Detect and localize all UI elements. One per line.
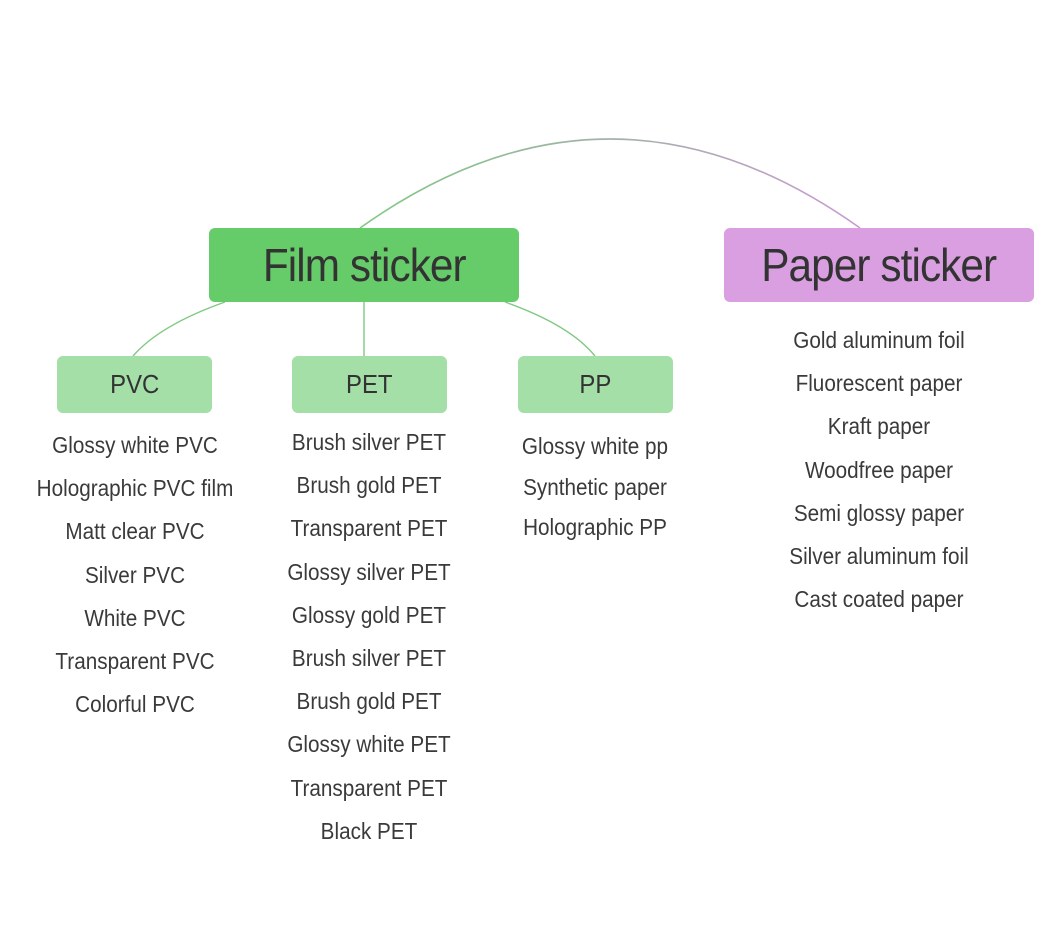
list-item: Glossy silver PET — [287, 558, 451, 585]
pet-list: Brush silver PET Brush gold PET Transpar… — [259, 421, 479, 853]
pet-box: PET — [292, 356, 447, 413]
pp-box: PP — [518, 356, 673, 413]
list-item: Synthetic paper — [523, 473, 667, 500]
list-item: Brush silver PET — [291, 644, 447, 671]
list-item: Silver aluminum foil — [789, 542, 969, 569]
pp-list: Glossy white pp Synthetic paper Holograp… — [485, 426, 705, 548]
list-item: Gold aluminum foil — [793, 327, 965, 353]
pet-label: PET — [346, 369, 393, 399]
list-item: Black PET — [320, 817, 418, 844]
list-item: Glossy white PET — [287, 731, 451, 758]
list-item: Transparent PET — [290, 515, 448, 542]
list-item: Brush gold PET — [296, 688, 442, 715]
connector-film-to-paper — [359, 138, 861, 229]
connector-film-to-pp — [504, 301, 596, 357]
list-item: Brush gold PET — [296, 472, 442, 499]
pvc-list: Glossy white PVC Holographic PVC film Ma… — [15, 424, 255, 726]
list-item: Transparent PVC — [55, 647, 215, 674]
list-item: Glossy gold PET — [291, 601, 447, 628]
list-item: Holographic PP — [523, 514, 667, 540]
list-item: Colorful PVC — [75, 691, 195, 718]
list-item: Fluorescent paper — [795, 370, 963, 397]
list-item: Kraft paper — [827, 413, 931, 440]
pvc-label: PVC — [109, 369, 160, 399]
list-item: Cast coated paper — [794, 586, 964, 613]
paper-sticker-title: Paper sticker — [761, 239, 997, 291]
list-item: Semi glossy paper — [793, 499, 965, 526]
list-item: Matt clear PVC — [65, 518, 205, 545]
pp-label: PP — [579, 369, 612, 399]
list-item: Glossy white PVC — [52, 432, 218, 458]
list-item: Holographic PVC film — [36, 475, 234, 502]
connector-film-to-pvc — [132, 301, 226, 357]
film-sticker-title: Film sticker — [262, 239, 467, 291]
list-item: Glossy white pp — [521, 433, 669, 459]
list-item: White PVC — [84, 604, 186, 631]
list-item: Woodfree paper — [804, 456, 954, 483]
list-item: Transparent PET — [290, 774, 448, 801]
film-sticker-box: Film sticker — [209, 228, 519, 302]
paper-sticker-box: Paper sticker — [724, 228, 1034, 302]
pvc-box: PVC — [57, 356, 212, 413]
list-item: Silver PVC — [84, 561, 186, 588]
list-item: Brush silver PET — [291, 429, 447, 455]
paper-list: Gold aluminum foil Fluorescent paper Kra… — [759, 319, 999, 621]
